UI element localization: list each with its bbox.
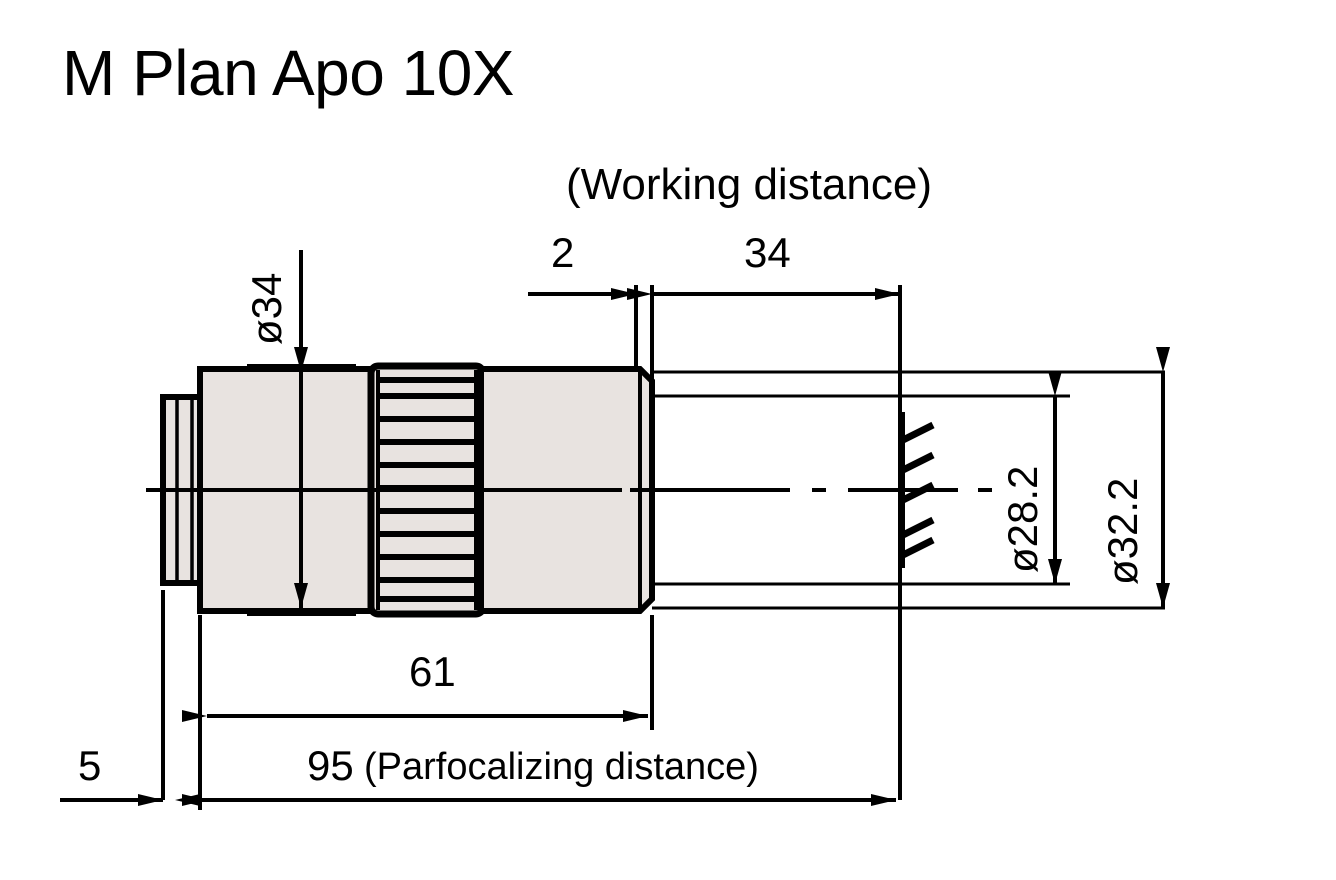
- dimension-value-cover-glass: 2: [551, 229, 575, 276]
- dimension-value-thread-minor-diameter: ø28.2: [999, 465, 1046, 573]
- dimension-value-parfocal-length: 95: [307, 742, 354, 789]
- nose-thread-projection: [652, 370, 1165, 610]
- dimension-value-body-length: 61: [409, 648, 456, 695]
- top-dimension-group: [528, 285, 902, 800]
- dimension-value-barrel-diameter: ø34: [243, 272, 290, 345]
- page-title: M Plan Apo 10X: [62, 37, 514, 109]
- parfocalizing-distance-label: (Parfocalizing distance): [364, 746, 759, 788]
- diameter-34-dimension: [247, 250, 356, 616]
- dimension-value-mount-length: 5: [78, 742, 102, 789]
- bottom-dimension-group: [60, 590, 896, 810]
- dimension-value-thread-major-diameter: ø32.2: [1099, 477, 1146, 585]
- working-distance-label: (Working distance): [566, 160, 932, 209]
- dimension-value-working-distance: 34: [744, 229, 791, 276]
